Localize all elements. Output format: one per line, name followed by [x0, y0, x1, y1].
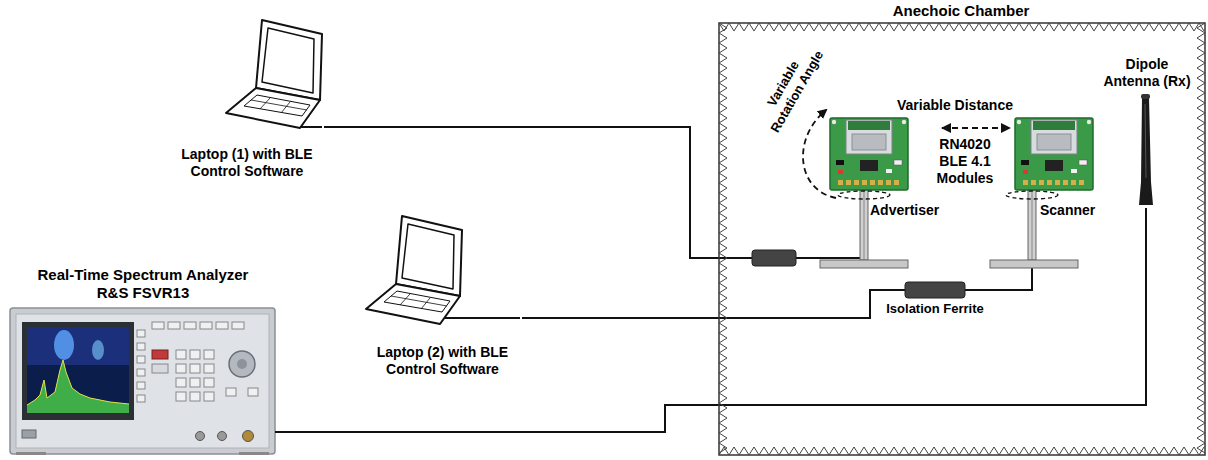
absorber-pattern: [1197, 23, 1205, 453]
distance-arrow: [942, 127, 1010, 129]
laptop-icon: [366, 216, 462, 324]
absorber-pattern: [719, 447, 1204, 455]
node-label: Anechoic Chamber: [718, 2, 1204, 20]
node-label: Laptop (2) with BLE Control Software: [365, 344, 520, 378]
ble-board: [830, 118, 908, 190]
rotation-ellipse: [838, 191, 890, 199]
absorber-pattern: [719, 23, 1204, 31]
dipole-antenna: Dipole Antenna (Rx): [1100, 56, 1196, 208]
laptop-icon: [226, 20, 322, 128]
antenna-symbol: [1139, 94, 1153, 205]
cable-stub: [300, 126, 322, 128]
label-holder: Variable Rotation Angle: [740, 72, 840, 103]
laptop-station: Laptop (2) with BLE Control Software: [365, 220, 522, 380]
rotation-label: Variable Rotation Angle: [751, 37, 828, 139]
ferrite-label: Isolation Ferrite: [886, 301, 984, 317]
laptop-station: Laptop (1) with BLE Control Software: [172, 18, 324, 182]
cable: [278, 208, 1146, 432]
ble-module: Advertiser: [826, 114, 942, 221]
node-label: Laptop (1) with BLE Control Software: [172, 146, 322, 180]
module-stand: [990, 190, 1078, 268]
chamber-border: [719, 23, 1205, 455]
rotation-ellipse: [1006, 191, 1058, 199]
spectrum-analyzer: Real-Time Spectrum Analyzer R&S FSVR13: [8, 264, 278, 456]
edge-label: Variable Distance: [895, 97, 1015, 114]
ferrite-bead: [905, 282, 965, 298]
absorber-pattern: [719, 23, 727, 453]
label-holder: Isolation Ferrite: [886, 301, 984, 317]
module-stand: [820, 190, 908, 268]
cable: [522, 221, 1032, 318]
ble-module: Scanner: [1010, 114, 1100, 221]
node-label: Dipole Antenna (Rx): [1100, 56, 1194, 90]
edge-label-holder: Variable Distance: [895, 97, 1015, 114]
cable-stub: [275, 431, 278, 433]
cable-stub: [444, 317, 520, 319]
node-label: Real-Time Spectrum Analyzer R&S FSVR13: [29, 266, 257, 302]
rotation-arrow: [803, 110, 836, 198]
ferrite-bead: [752, 250, 796, 266]
analyzer-picture: [10, 308, 275, 455]
module-label: RN4020 BLE 4.1 Modules: [933, 136, 997, 186]
ble-board: [1015, 118, 1093, 190]
node-label: Advertiser: [870, 202, 939, 219]
node-label: Scanner: [1040, 202, 1095, 219]
label-holder: RN4020 BLE 4.1 Modules: [933, 136, 997, 186]
